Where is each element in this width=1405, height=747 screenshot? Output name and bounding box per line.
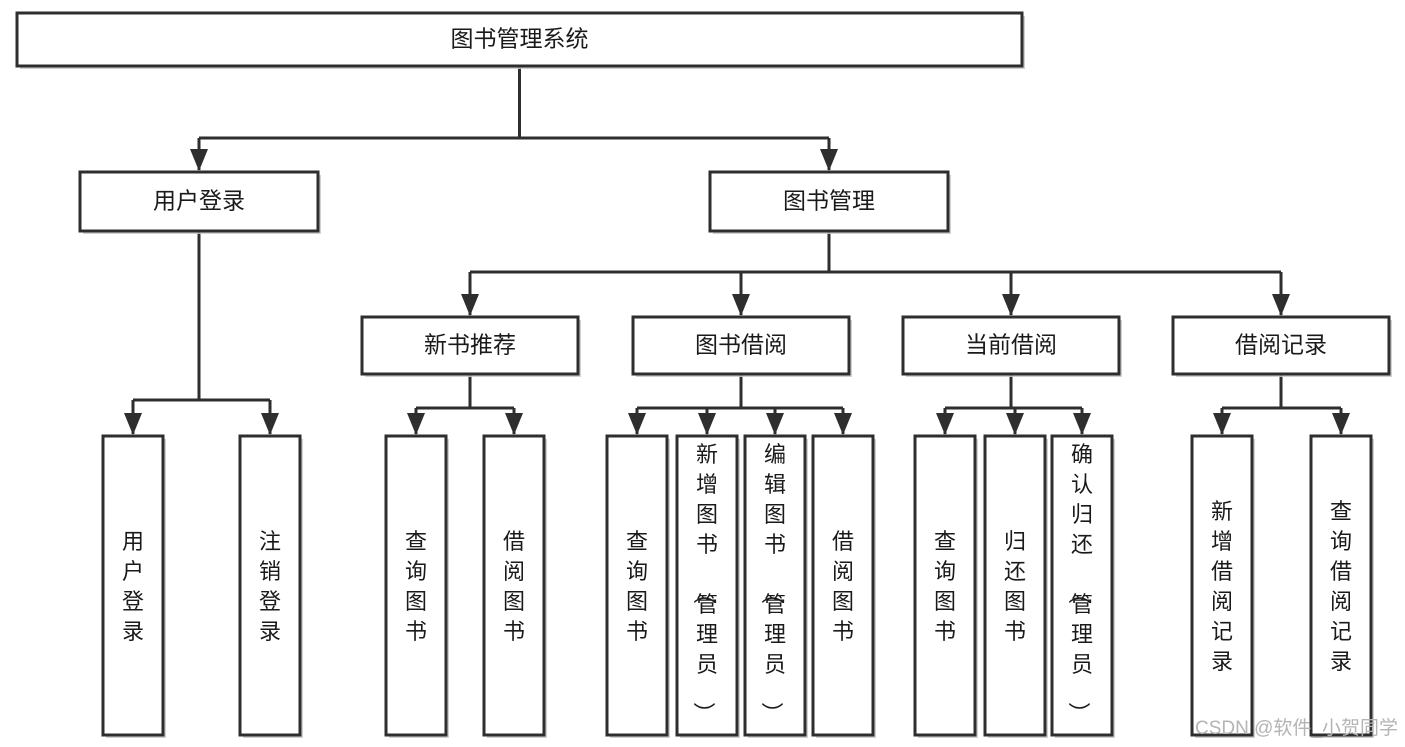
leaf-edit-book-box[interactable]: [743, 434, 807, 737]
node-root-label: 图书管理系统: [451, 26, 589, 52]
node-new-book-rec-box[interactable]: [360, 315, 580, 376]
leaf-user-login-box[interactable]: [101, 434, 165, 737]
leaf-query-book-1-box[interactable]: [384, 434, 448, 737]
arrow-head-icon: [628, 413, 646, 435]
arrow-head-icon: [820, 149, 838, 171]
arrow-head-icon: [1073, 413, 1091, 435]
arrow-head-icon: [261, 413, 279, 435]
leaf-return-book-box[interactable]: [983, 434, 1047, 737]
leaf-confirm-return-box[interactable]: [1050, 434, 1114, 737]
label-layer: 图书管理系统用户登录图书管理新书推荐图书借阅当前借阅借阅记录用户登录注销登录查询…: [122, 26, 1352, 724]
arrow-head-icon: [834, 413, 852, 435]
leaf-confirm-return-label: 确认归还（管理员）: [1066, 442, 1093, 724]
leaf-query-record-label: 查询借阅记录: [1330, 499, 1352, 674]
leaf-query-book-1-label: 查询图书: [405, 529, 427, 644]
leaf-add-record-label: 新增借阅记录: [1211, 499, 1233, 674]
leaf-add-book-box[interactable]: [675, 434, 739, 737]
node-layer: [15, 11, 1392, 738]
arrow-head-icon: [732, 294, 750, 316]
arrow-head-icon: [505, 413, 523, 435]
arrow-head-icon: [124, 413, 142, 435]
arrow-head-icon: [1332, 413, 1350, 435]
leaf-query-book-2-box[interactable]: [605, 434, 669, 737]
node-book-borrow-box[interactable]: [631, 315, 851, 376]
leaf-add-book-label: 新增图书（管理员）: [691, 442, 718, 724]
node-root-box[interactable]: [15, 11, 1024, 68]
leaf-query-book-3-label: 查询图书: [934, 529, 956, 644]
leaf-borrow-book-1-box[interactable]: [482, 434, 546, 737]
arrow-head-icon: [407, 413, 425, 435]
arrow-head-icon: [698, 413, 716, 435]
leaf-edit-book-label: 编辑图书（管理员）: [759, 442, 786, 724]
arrow-head-icon: [766, 413, 784, 435]
arrow-head-icon: [1213, 413, 1231, 435]
leaf-query-book-2-label: 查询图书: [626, 529, 648, 644]
node-new-book-rec-label: 新书推荐: [424, 332, 516, 358]
arrow-head-icon: [1006, 413, 1024, 435]
csdn-watermark: CSDN @软件_小贺同学: [1195, 717, 1398, 739]
arrow-head-icon: [936, 413, 954, 435]
leaf-borrow-book-2-box[interactable]: [811, 434, 875, 737]
leaf-return-book-label: 归还图书: [1004, 529, 1026, 644]
leaf-logout-label: 注销登录: [259, 529, 281, 644]
arrow-head-icon: [1272, 294, 1290, 316]
node-current-borrow-label: 当前借阅: [965, 332, 1057, 358]
leaf-query-record-box[interactable]: [1309, 434, 1373, 737]
node-current-borrow-box[interactable]: [901, 315, 1121, 376]
leaf-borrow-book-2-label: 借阅图书: [832, 529, 854, 644]
arrow-head-icon: [461, 294, 479, 316]
leaf-borrow-book-1-label: 借阅图书: [503, 529, 525, 644]
node-user-login-box[interactable]: [78, 170, 320, 233]
leaf-query-book-3-box[interactable]: [913, 434, 977, 737]
node-book-borrow-label: 图书借阅: [695, 332, 787, 358]
node-book-manage-box[interactable]: [708, 170, 950, 233]
arrow-head-icon: [1002, 294, 1020, 316]
leaf-add-record-box[interactable]: [1190, 434, 1254, 737]
node-book-manage-label: 图书管理: [783, 188, 875, 214]
connector-layer: [124, 66, 1350, 435]
arrow-head-icon: [190, 149, 208, 171]
node-borrow-record-label: 借阅记录: [1235, 332, 1327, 358]
leaf-logout-box[interactable]: [238, 434, 302, 737]
node-user-login-label: 用户登录: [153, 188, 245, 214]
node-borrow-record-box[interactable]: [1171, 315, 1391, 376]
leaf-user-login-label: 用户登录: [122, 529, 144, 644]
